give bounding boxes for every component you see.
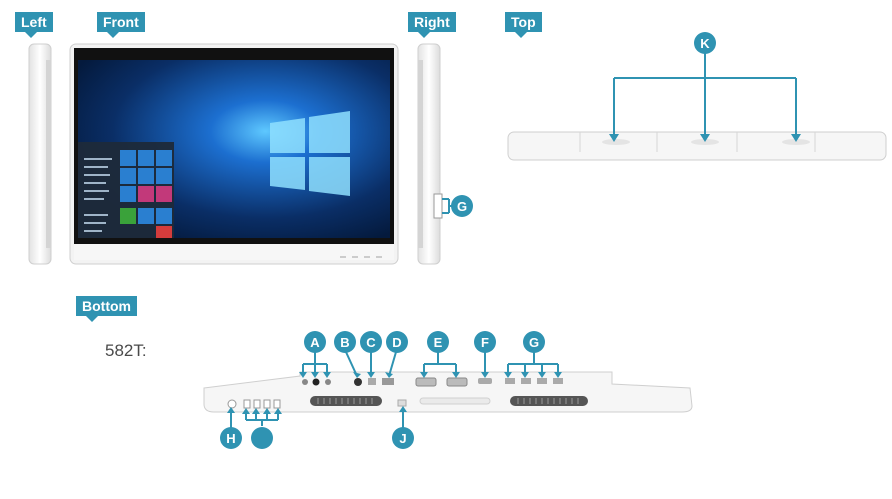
callout-a: A — [304, 331, 326, 353]
bottom-view — [203, 351, 693, 428]
right-side-view — [417, 43, 452, 265]
svg-text:B: B — [340, 335, 349, 350]
callout-i — [251, 427, 273, 449]
callout-d: D — [386, 331, 408, 353]
callout-g-bottom: G — [523, 331, 545, 353]
model-label: 582T: — [105, 341, 147, 360]
svg-text:K: K — [700, 36, 710, 51]
view-label-front: Front — [97, 12, 145, 38]
left-side-view — [28, 43, 52, 265]
callout-e: E — [427, 331, 449, 353]
svg-text:H: H — [226, 431, 235, 446]
callout-k: K — [694, 32, 716, 54]
svg-text:C: C — [366, 335, 376, 350]
svg-text:G: G — [529, 335, 539, 350]
svg-text:G: G — [457, 199, 467, 214]
callout-b: B — [334, 331, 356, 353]
svg-text:F: F — [481, 335, 489, 350]
svg-text:E: E — [434, 335, 443, 350]
callout-h: H — [220, 427, 242, 449]
view-label-top: Top — [505, 12, 542, 38]
callout-f: F — [474, 331, 496, 353]
callout-g-right: G — [451, 195, 473, 217]
svg-text:J: J — [399, 431, 406, 446]
windows-logo — [270, 111, 350, 196]
front-view — [69, 43, 399, 265]
view-label-bottom: Bottom — [76, 296, 137, 322]
view-label-right: Right — [408, 12, 456, 38]
start-menu — [78, 142, 174, 238]
svg-text:A: A — [310, 335, 320, 350]
callout-c: C — [360, 331, 382, 353]
view-label-left: Left — [15, 12, 53, 38]
svg-text:D: D — [392, 335, 401, 350]
top-view — [507, 53, 887, 161]
callout-j: J — [392, 427, 414, 449]
